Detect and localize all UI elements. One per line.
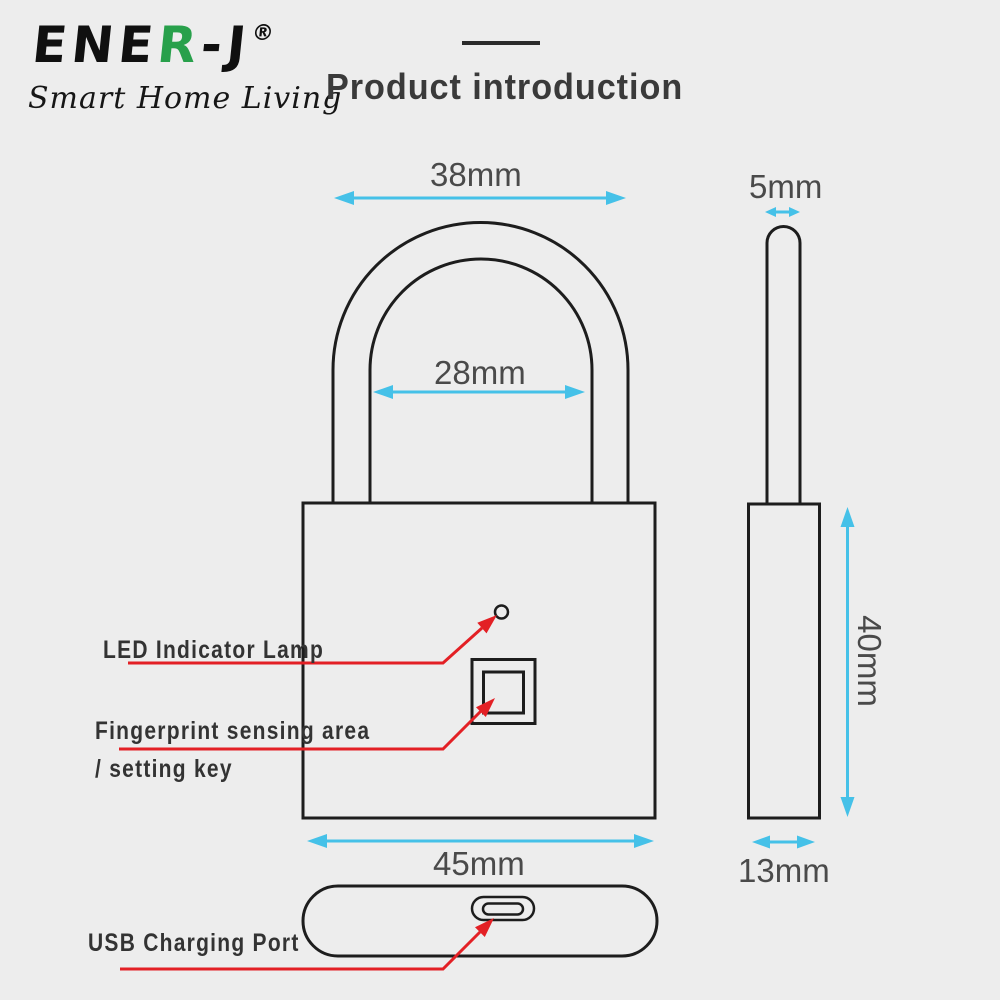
brand-logo-accent-letter: R	[154, 16, 205, 74]
dimension-body-width: 45mm	[433, 845, 525, 882]
side-body-outline	[749, 504, 820, 818]
brand-logo-suffix: -J	[198, 16, 254, 74]
brand-logo-prefix: ENE	[29, 16, 161, 74]
registered-trademark-icon: ®	[250, 21, 276, 47]
dimension-body-height: 40mm	[851, 615, 888, 707]
fingerprint-sensor-outer-square	[472, 660, 535, 724]
padlock-side-view	[749, 227, 820, 819]
callout-label-fingerprint-line2: / setting key	[95, 755, 233, 783]
bottom-body-outline	[303, 886, 657, 956]
dimension-shackle-thickness: 5mm	[749, 168, 823, 205]
leader-line	[120, 932, 480, 969]
callout-label-fingerprint: Fingerprint sensing area / setting key	[95, 719, 370, 782]
fingerprint-sensor-inner-square	[484, 672, 524, 713]
led-indicator-icon	[495, 606, 508, 619]
usb-port-inner-icon	[483, 904, 523, 915]
dimension-shackle-outer-width: 38mm	[430, 156, 522, 193]
arrow-head-right	[606, 191, 626, 205]
arrow-head-bottom	[840, 797, 855, 817]
arrow-head-left	[307, 834, 327, 848]
arrow-head-top	[840, 507, 855, 527]
dimension-shackle-inner-width: 28mm	[434, 354, 526, 391]
callout-label-usb: USB Charging Port	[88, 929, 300, 957]
dimension-arrow-40mm	[840, 507, 855, 817]
callout-leader-fingerprint	[119, 698, 495, 749]
page-title: Product introduction	[326, 66, 684, 107]
leader-line	[119, 711, 481, 749]
front-body-outline	[303, 503, 655, 818]
dimension-body-depth: 13mm	[738, 852, 830, 889]
leader-arrow-head	[477, 615, 497, 634]
arrow-head-right	[634, 834, 654, 848]
arrow-head-left	[765, 207, 776, 217]
arrow-head-right	[565, 385, 585, 399]
side-shackle-line	[767, 227, 800, 505]
leader-line	[128, 628, 482, 663]
padlock-bottom-view	[303, 886, 657, 956]
dimension-arrow-5mm	[765, 207, 800, 217]
dimension-arrow-38mm	[334, 191, 626, 205]
brand-logo: ENER-J®	[30, 16, 276, 74]
padlock-front-view	[303, 223, 655, 819]
arrow-head-right	[789, 207, 800, 217]
arrow-head-right	[797, 835, 815, 849]
dimension-arrow-45mm	[307, 834, 654, 848]
arrow-head-left	[373, 385, 393, 399]
dimension-arrow-28mm	[373, 385, 585, 399]
title-dash-divider	[462, 41, 540, 45]
callout-leader-led	[128, 615, 497, 663]
arrow-head-left	[334, 191, 354, 205]
dimension-arrow-13mm	[752, 835, 815, 849]
front-shackle-inner-line	[370, 259, 592, 504]
leader-arrow-head	[476, 698, 495, 717]
front-shackle-outer-line	[333, 223, 628, 505]
arrow-head-left	[752, 835, 770, 849]
callout-label-fingerprint-line1: Fingerprint sensing area	[95, 717, 371, 745]
usb-port-outer-icon	[472, 897, 534, 920]
brand-tagline: Smart Home Living	[28, 81, 343, 116]
callout-leader-usb	[120, 918, 494, 969]
leader-arrow-head	[475, 918, 494, 937]
callout-label-led: LED Indicator Lamp	[103, 636, 325, 664]
